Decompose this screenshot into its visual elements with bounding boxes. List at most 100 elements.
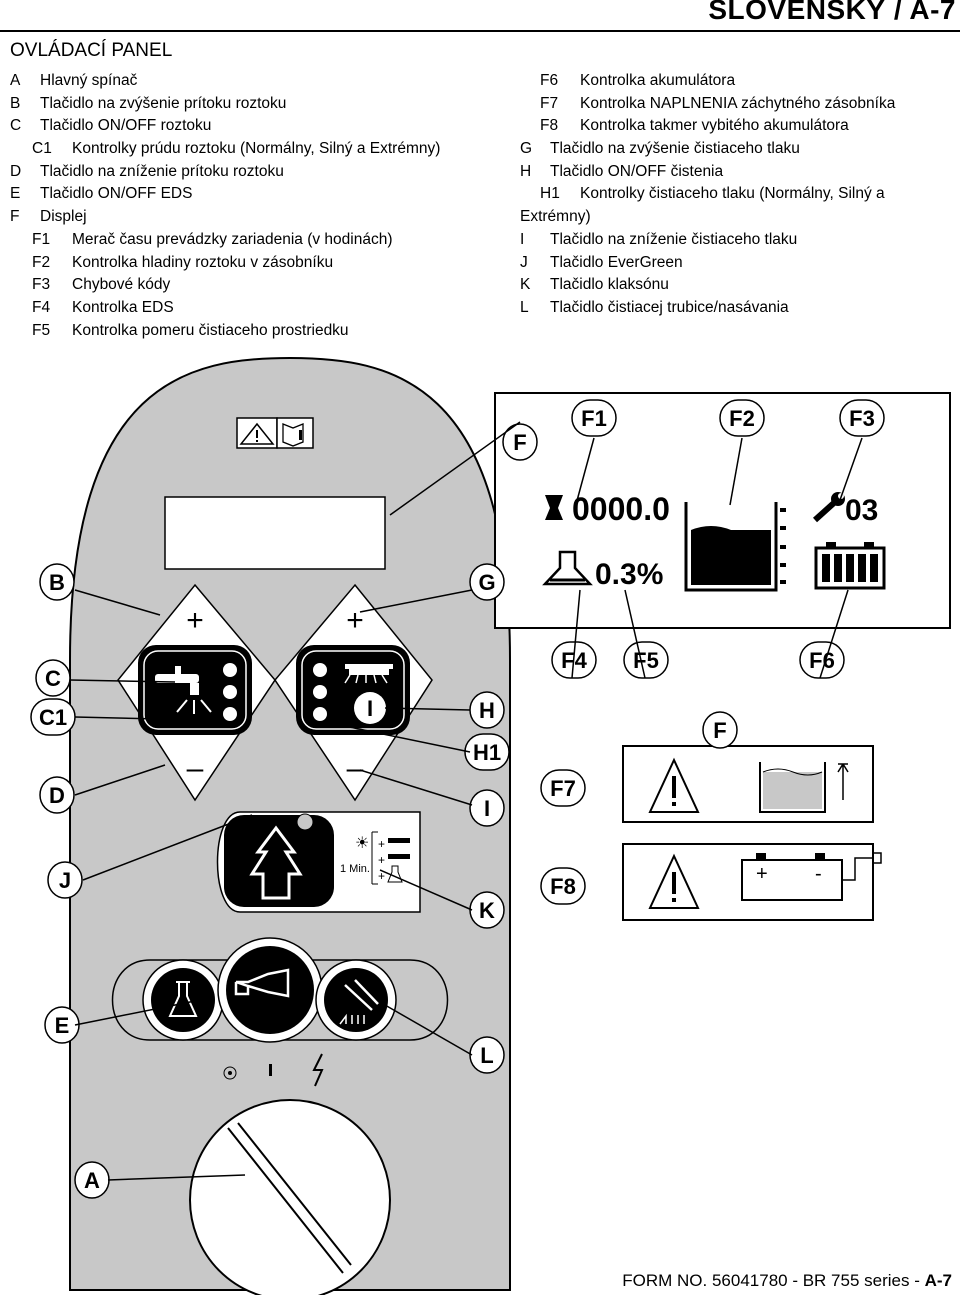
callout-label: F8 <box>550 874 576 899</box>
sun-icon: ☀ <box>355 835 369 852</box>
mini-flask-icon <box>387 865 403 883</box>
solution-led-3 <box>223 707 237 721</box>
scrub-control-group: + – I <box>274 583 433 802</box>
callout-c1: C1 <box>30 698 76 736</box>
recovery-tank-full-icon <box>759 762 849 813</box>
legend-code: F6 <box>540 72 559 89</box>
legend-text: Kontrolka NAPLNENIA záchytného zásobníka <box>580 94 896 112</box>
horn-button[interactable] <box>226 946 314 1034</box>
f7-indicator-detail <box>622 745 874 823</box>
brush-icon <box>344 664 393 684</box>
footer-form-number: FORM NO. 56041780 - BR 755 series - <box>622 1271 925 1290</box>
legend-code: H1 <box>540 185 560 203</box>
key-switch-dial[interactable] <box>189 1099 391 1295</box>
legend-text: Hlavný spínač <box>40 72 138 89</box>
callout-b: B <box>39 563 75 601</box>
wand-icon <box>344 979 379 1011</box>
scrub-onoff-button[interactable] <box>296 645 410 735</box>
legend-text: Tlačidlo ON/OFF EDS <box>40 185 193 203</box>
legend-code: B <box>10 94 21 112</box>
hourglass-icon <box>545 495 563 520</box>
callout-h: H <box>469 691 505 729</box>
evergreen-button-group: ☀ 1 Min. + + + <box>216 811 421 913</box>
callout-label: I <box>484 796 490 821</box>
solution-plus-label[interactable]: + <box>186 604 204 637</box>
key-slot <box>227 1122 352 1274</box>
evergreen-led <box>296 813 314 831</box>
scrub-led-2 <box>313 685 327 699</box>
callout-a: A <box>74 1161 110 1199</box>
solution-minus-label[interactable]: – <box>187 752 204 785</box>
legend-code: F8 <box>540 117 559 135</box>
callout-label: A <box>84 1168 100 1193</box>
solution-led-2 <box>223 685 237 699</box>
leader-L <box>384 1004 473 1056</box>
mini-scrub-icon <box>388 854 410 859</box>
legend-code: L <box>520 298 529 316</box>
leader-lines <box>69 421 863 1181</box>
leader-A <box>107 1174 246 1181</box>
leader-F5 <box>624 589 646 679</box>
legend-text: Tlačidlo čistiacej trubice/nasávania <box>550 298 789 316</box>
battery-plus-label: + <box>756 863 768 885</box>
legend-text: Tlačidlo ON/OFF roztoku <box>40 117 212 135</box>
main-key-switch[interactable] <box>189 1099 391 1295</box>
flask-icon <box>168 981 198 1017</box>
legend-code: C1 <box>32 140 52 158</box>
legend-text: Tlačidlo na zvýšenie čistiaceho tlaku <box>550 140 800 158</box>
tree-icon <box>249 825 303 900</box>
leader-H <box>384 707 471 711</box>
legend-text: Kontrolka akumulátora <box>580 72 736 89</box>
callout-label: G <box>478 570 495 595</box>
eds-button[interactable] <box>151 968 215 1032</box>
leader-C1 <box>74 716 206 721</box>
evergreen-plus-2: + <box>378 853 385 867</box>
legend-text: Kontrolka pomeru čistiaceho prostriedku <box>72 321 349 339</box>
bottom-button-cluster <box>111 937 449 1043</box>
detergent-flask-icon <box>542 550 593 586</box>
leader-B <box>74 589 161 616</box>
evergreen-button[interactable] <box>224 815 334 907</box>
legend-code: C <box>10 117 22 135</box>
legend-text: Chybové kódy <box>72 276 171 294</box>
callout-f-lower: F <box>702 711 738 749</box>
callout-label: F <box>713 718 726 743</box>
leader-I <box>359 769 473 806</box>
legend-item-f3: F3 Chybové kódy <box>10 274 440 297</box>
callout-label: B <box>49 570 65 595</box>
leader-F <box>389 421 521 516</box>
legend-code: F3 <box>32 276 51 294</box>
callout-g: G <box>469 563 505 601</box>
wand-vacuum-button[interactable] <box>324 968 388 1032</box>
callout-f6: F6 <box>799 641 845 679</box>
callout-label: L <box>480 1043 493 1068</box>
faucet-icon <box>155 666 212 714</box>
callout-f8: F8 <box>540 867 586 905</box>
legend-text: Tlačidlo na zvýšenie prítoku roztoku <box>40 94 287 112</box>
horn-icon <box>234 968 290 998</box>
legend-text: Displej <box>40 208 87 226</box>
callout-label: J <box>59 868 71 893</box>
callout-c: C <box>35 659 71 697</box>
scrub-plus-label[interactable]: + <box>346 604 364 637</box>
callout-j: J <box>47 861 83 899</box>
legend-text: Tlačidlo na zníženie prítoku roztoku <box>40 162 284 180</box>
legend-code: F4 <box>32 298 51 316</box>
callout-label: C <box>45 666 61 691</box>
f8-warning-icon <box>648 853 700 909</box>
callout-label: F1 <box>581 406 607 431</box>
scrub-minus-label[interactable]: – <box>347 752 364 785</box>
